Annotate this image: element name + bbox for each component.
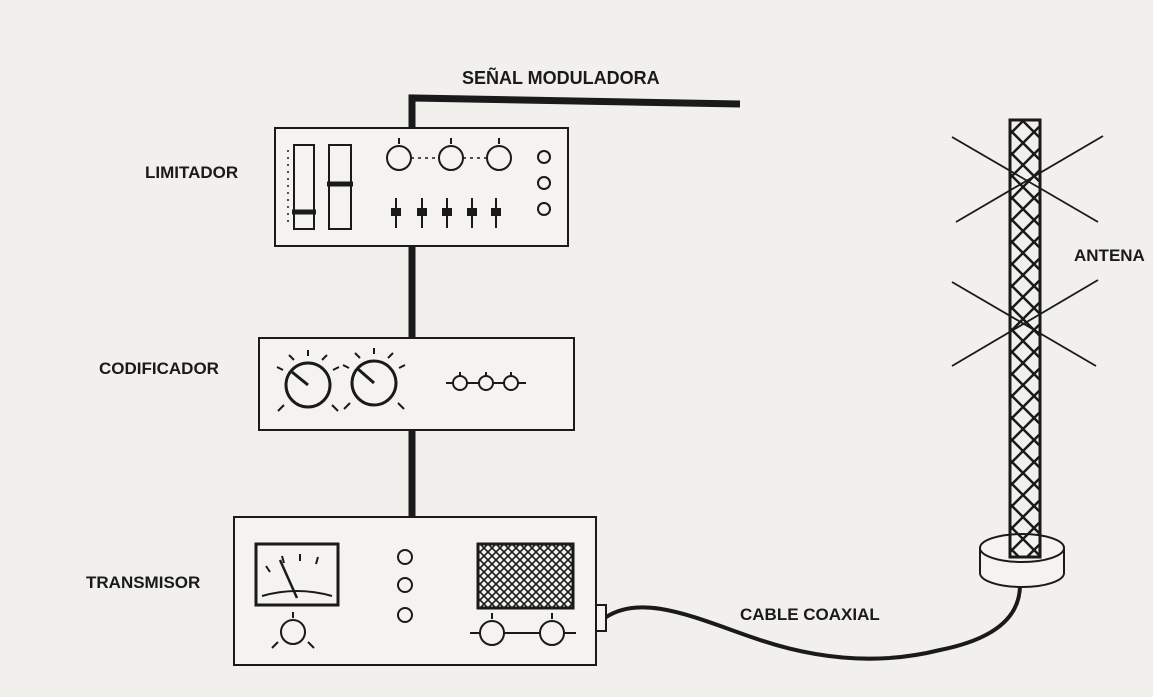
transmitter-unit bbox=[233, 516, 607, 666]
limiter-unit bbox=[274, 127, 569, 247]
dial-icon bbox=[386, 138, 512, 171]
encoder-unit bbox=[258, 337, 575, 431]
limiter-indicator-lights bbox=[537, 150, 551, 216]
limiter-label: LIMITADOR bbox=[145, 163, 238, 182]
input-signal-label: SEÑAL MODULADORA bbox=[462, 67, 660, 88]
transmitter-indicator-lights bbox=[397, 549, 413, 623]
antenna-tower bbox=[951, 118, 1104, 588]
encoder-small-dials bbox=[446, 372, 526, 391]
coaxial-cable bbox=[600, 584, 1022, 661]
transmitter-label: TRANSMISOR bbox=[86, 573, 200, 592]
coax-connector bbox=[595, 604, 607, 632]
antenna-mast bbox=[1008, 118, 1042, 559]
limiter-slider-controls bbox=[391, 198, 501, 228]
antenna-elements-lower bbox=[951, 279, 1099, 367]
encoder-label: CODIFICADOR bbox=[99, 359, 219, 378]
cable-label: CABLE COAXIAL bbox=[740, 605, 880, 624]
fader-icon bbox=[287, 144, 353, 230]
antenna-elements-upper bbox=[951, 135, 1104, 223]
antenna-label: ANTENA bbox=[1074, 246, 1145, 265]
transmitter-tuning-dial bbox=[271, 612, 315, 649]
transmitter-output-dials bbox=[470, 613, 576, 646]
limiter-panel bbox=[274, 127, 569, 247]
analog-meter-icon bbox=[254, 542, 340, 607]
input-signal-line bbox=[408, 94, 741, 128]
rotary-dial-icon bbox=[276, 348, 406, 412]
speaker-grille-icon bbox=[476, 542, 575, 610]
